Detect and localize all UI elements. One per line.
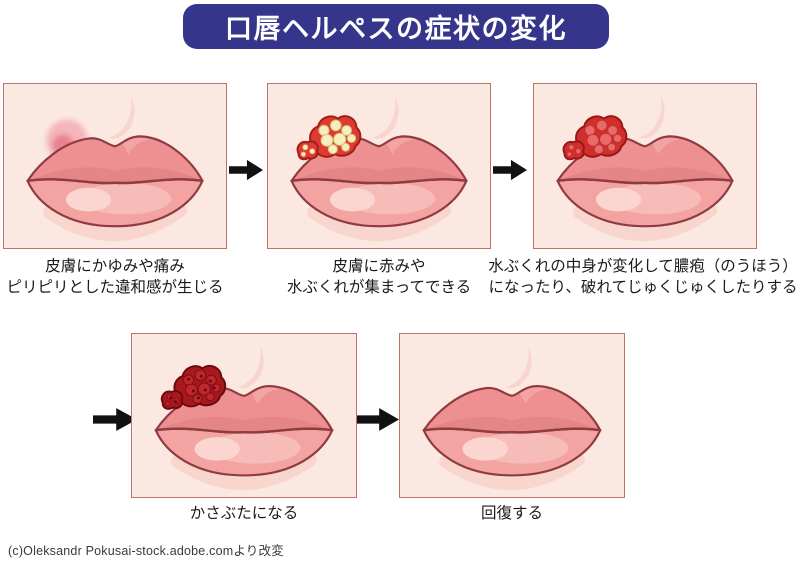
arrow-right-icon [357, 406, 399, 433]
credit-text: (c)Oleksandr Pokusai-stock.adobe.comより改変 [8, 544, 284, 558]
caption-line: 皮膚にかゆみや痛み [45, 258, 185, 275]
lips-illustration-tingling [4, 84, 226, 248]
caption-line: になったり、破れてじゅくじゅくしたりする [488, 279, 798, 296]
caption-line: 回復する [480, 505, 543, 522]
title-badge: 口唇ヘルペスの症状の変化 [183, 4, 609, 49]
lips-illustration-vesicles [268, 84, 490, 248]
stage-3-caption: 水ぶくれの中身が変化して膿疱（のうほう） になったり、破れてじゅくじゅくしたりす… [486, 256, 800, 298]
arrow-right-icon [93, 406, 137, 433]
stage-panel-4-scab [131, 333, 357, 498]
lips-illustration-healed [400, 334, 624, 497]
caption-line: 水ぶくれが集まってできる [286, 279, 472, 296]
stage-panel-3-pustules [533, 83, 757, 249]
lips-illustration-scab [132, 334, 356, 497]
caption-line: ピリピリとした違和感が生じる [6, 279, 224, 296]
stage-2-caption: 皮膚に赤みや 水ぶくれが集まってできる [264, 256, 494, 298]
arrow-right-icon [493, 158, 527, 182]
stage-panel-2-vesicles [267, 83, 491, 249]
stage-5-caption: 回復する [399, 503, 625, 524]
arrow-right-icon [229, 158, 263, 182]
stage-panel-1-tingling [3, 83, 227, 249]
caption-line: 皮膚に赤みや [332, 258, 426, 275]
stage-4-caption: かさぶたになる [131, 503, 357, 524]
stage-panel-5-healed [399, 333, 625, 498]
stage-1-caption: 皮膚にかゆみや痛み ピリピリとした違和感が生じる [0, 256, 230, 298]
page-title: 口唇ヘルペスの症状の変化 [225, 14, 567, 44]
caption-line: かさぶたになる [189, 505, 299, 522]
lips-illustration-pustules [534, 84, 756, 248]
caption-line: 水ぶくれの中身が変化して膿疱（のうほう） [488, 258, 798, 275]
